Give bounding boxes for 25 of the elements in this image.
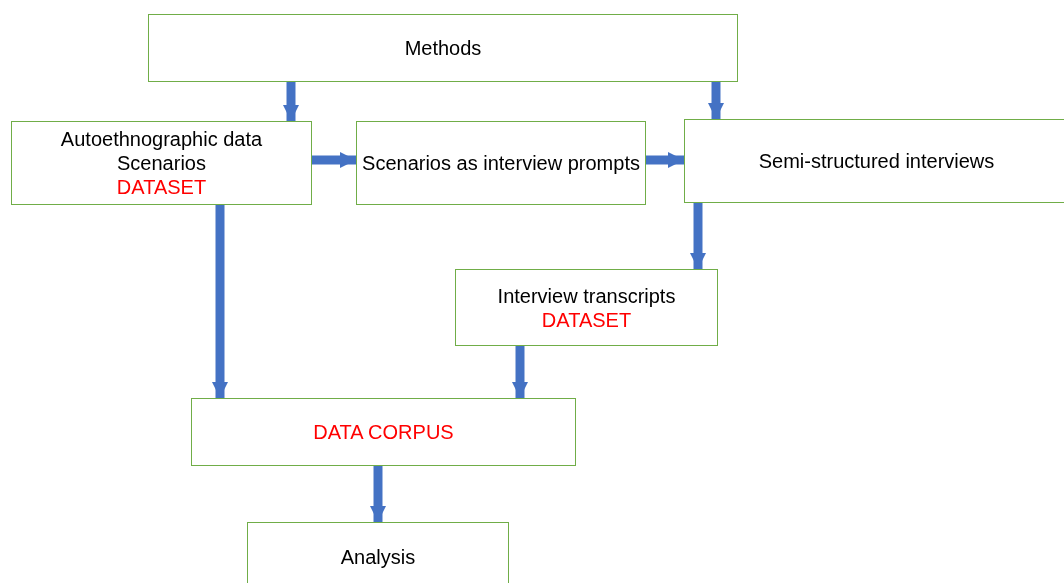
process-box [148, 14, 738, 82]
arrow [283, 82, 299, 121]
process-box [684, 119, 1064, 203]
dataset-label: DATA CORPUS [313, 420, 454, 444]
box-label: Methods [404, 36, 482, 60]
process-box [11, 121, 312, 205]
box-label: Scenarios as interview prompts [362, 151, 640, 175]
box-label: Autoethnographic data [60, 127, 263, 151]
arrow [646, 152, 684, 168]
arrow [512, 346, 528, 398]
process-box [247, 522, 509, 583]
arrow [708, 82, 724, 119]
arrow [312, 152, 356, 168]
dataset-label: DATASET [541, 307, 632, 332]
arrow [690, 203, 706, 269]
box-label: Analysis [340, 545, 416, 569]
box-label: Scenarios [117, 151, 206, 175]
arrow [370, 466, 386, 522]
dataset-label: DATASET [116, 175, 207, 199]
box-label: Semi-structured interviews [758, 149, 995, 173]
arrow [212, 205, 228, 398]
process-box [455, 269, 718, 346]
process-box [356, 121, 646, 205]
process-box [191, 398, 576, 466]
box-label: Interview transcripts [497, 283, 676, 308]
